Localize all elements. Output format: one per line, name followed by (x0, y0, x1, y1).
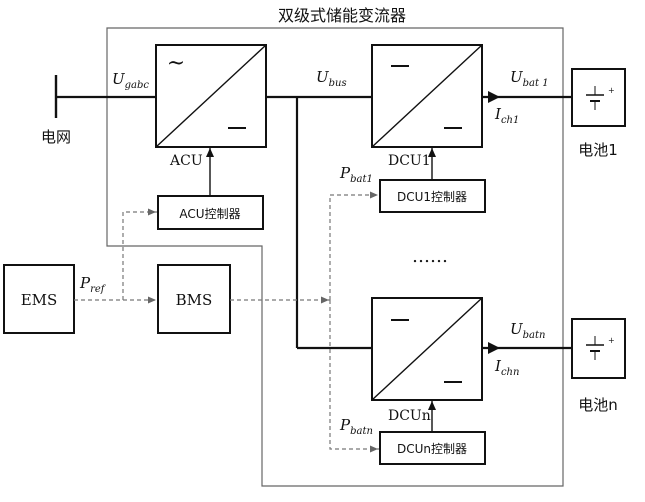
label-u-batn: Ubatn (510, 320, 545, 341)
acu-ac-symbol: ~ (167, 51, 185, 76)
label-i-chn: Ichn (494, 357, 519, 378)
dcun-controller-label: DCUn控制器 (397, 442, 467, 456)
grid-label: 电网 (41, 128, 71, 146)
label-i-ch1: Ich1 (494, 105, 519, 126)
dcun-current-arrow (488, 342, 500, 354)
svg-text:+: + (608, 86, 615, 95)
dcu1-current-arrow (488, 91, 500, 103)
bms-label: BMS (176, 291, 213, 309)
label-p-bat1: Pbat1 (339, 164, 373, 185)
dcu1-converter (371, 44, 483, 148)
acu-label: ACU (169, 153, 203, 169)
p-ref-to-acu-dashed-line (122, 208, 157, 300)
label-u-bat1: Ubat 1 (510, 68, 549, 89)
p-batn-dashed-line (329, 300, 379, 453)
bms-box (157, 264, 231, 334)
ellipsis: …… (412, 246, 448, 267)
batteryn-symbol: + (586, 336, 615, 360)
battery1-box (571, 68, 626, 127)
label-u-gabc: Ugabc (112, 70, 149, 91)
svg-text:+: + (608, 336, 615, 345)
dcun-label: DCUn (388, 408, 431, 424)
diagram-title: 双级式储能变流器 (278, 6, 406, 25)
ems-label: EMS (21, 291, 58, 309)
converter-frame (106, 27, 564, 487)
dcun-converter (371, 297, 483, 401)
battery1-label: 电池1 (578, 141, 618, 159)
batteryn-box (571, 318, 626, 379)
label-p-ref: Pref (79, 274, 107, 295)
acu-controller-label: ACU控制器 (179, 207, 240, 221)
ems-box (3, 264, 75, 334)
acu-controller-box (157, 195, 264, 230)
label-u-bus: Ubus (316, 68, 347, 89)
dcu1-controller-label: DCU1控制器 (397, 190, 467, 204)
battery1-symbol: + (586, 86, 615, 110)
p-bat1-dashed-line (329, 191, 379, 300)
batteryn-label: 电池n (578, 396, 618, 414)
acu-converter: ~ (155, 44, 267, 148)
dcu1-label: DCU1 (388, 153, 431, 169)
label-p-batn: Pbatn (339, 416, 373, 437)
